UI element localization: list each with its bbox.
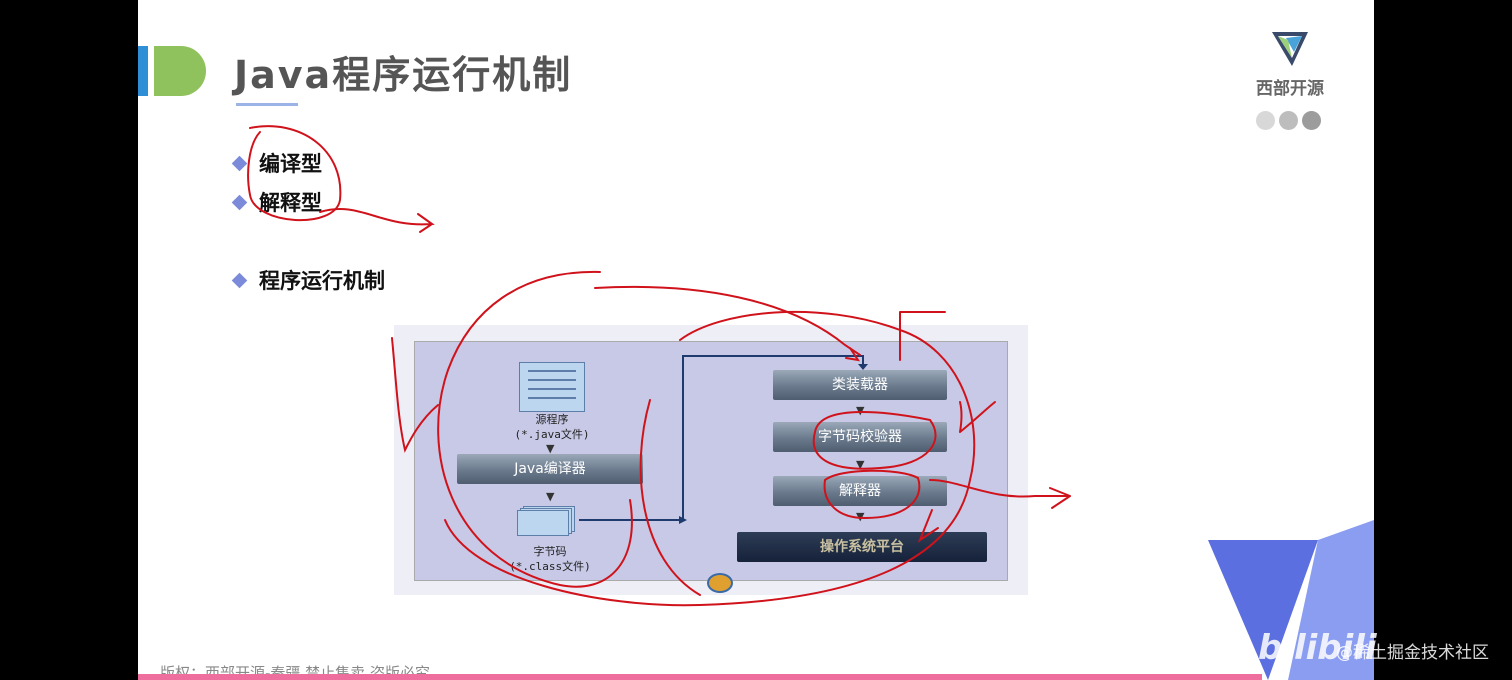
slide-title: Java程序运行机制	[234, 53, 573, 97]
bullet-diamond-icon	[231, 272, 248, 288]
bullet-diamond-icon	[231, 194, 248, 210]
bullet-diamond-icon	[231, 155, 248, 171]
bullet-run-mechanism: 程序运行机制	[231, 265, 385, 295]
dot	[1279, 111, 1298, 130]
title-accent-shape	[154, 46, 206, 96]
bullet-interpreted: 解释型	[231, 187, 322, 217]
title-underline	[236, 103, 298, 106]
decorative-triangles	[1208, 520, 1374, 680]
watermark-overlay-left: 疆	[1130, 650, 1150, 672]
slide: Java程序运行机制 西部开源 编译型 解释型 程序运行机制 源程序 (*.ja…	[138, 0, 1374, 680]
diagram-connector	[579, 355, 868, 524]
progress-bar	[138, 674, 1262, 680]
juejin-watermark: @稀土掘金技术社区	[1336, 643, 1489, 663]
brand-logo: 西部开源	[1250, 26, 1330, 99]
dot	[1302, 111, 1321, 130]
dot	[1256, 111, 1275, 130]
bullet-compiled: 编译型	[231, 148, 322, 178]
slide-dots	[1256, 111, 1325, 134]
diagram-panel: 源程序 (*.java文件) ▼ Java编译器 ▼ 字节码 (*.class文…	[414, 341, 1008, 593]
bilibili-logo: bilibili	[1258, 628, 1377, 668]
title-accent-bar	[138, 46, 148, 96]
java-run-diagram: 源程序 (*.java文件) ▼ Java编译器 ▼ 字节码 (*.class文…	[394, 325, 1028, 595]
logo-text: 西部开源	[1256, 79, 1324, 99]
logo-icon	[1272, 32, 1308, 66]
